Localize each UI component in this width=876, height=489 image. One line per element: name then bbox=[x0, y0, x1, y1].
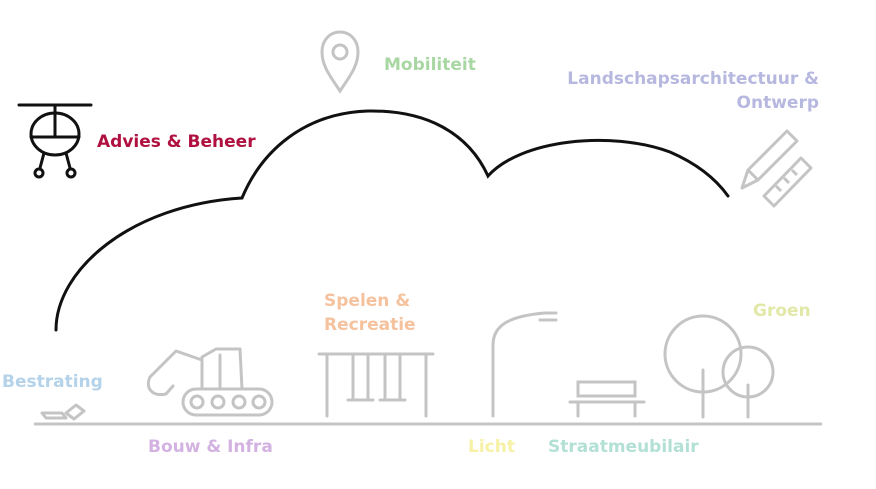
label-spelen-line1: Spelen & bbox=[324, 291, 411, 311]
label-straatmeubilair[interactable]: Straatmeubilair bbox=[548, 437, 699, 457]
location-pin-icon[interactable] bbox=[320, 30, 360, 94]
label-advies-beheer[interactable]: Advies & Beheer bbox=[97, 132, 256, 152]
cloud-outline bbox=[54, 109, 730, 332]
label-licht[interactable]: Licht bbox=[468, 437, 515, 457]
label-spelen-line2: Recreatie bbox=[324, 315, 416, 335]
excavator-icon[interactable] bbox=[146, 347, 274, 417]
swing-set-icon[interactable] bbox=[317, 352, 435, 418]
label-spelen-recreatie[interactable]: Spelen & Recreatie bbox=[324, 289, 416, 337]
bench-icon[interactable] bbox=[568, 380, 646, 418]
label-landschap-line1: Landschapsarchitectuur & bbox=[567, 69, 819, 89]
pencil-ruler-icon[interactable] bbox=[740, 129, 813, 208]
drone-icon[interactable] bbox=[17, 103, 93, 179]
label-bestrating[interactable]: Bestrating bbox=[2, 372, 103, 392]
paving-stones-icon[interactable] bbox=[40, 403, 86, 421]
label-mobiliteit[interactable]: Mobiliteit bbox=[384, 55, 476, 75]
label-landschap-line2: Ontwerp bbox=[736, 93, 819, 113]
street-lamp-icon[interactable] bbox=[491, 311, 558, 418]
label-bouw-infra[interactable]: Bouw & Infra bbox=[148, 437, 273, 457]
label-groen[interactable]: Groen bbox=[753, 301, 811, 321]
label-landschapsarchitectuur[interactable]: Landschapsarchitectuur & Ontwerp bbox=[567, 67, 819, 115]
trees-icon[interactable] bbox=[663, 314, 775, 419]
